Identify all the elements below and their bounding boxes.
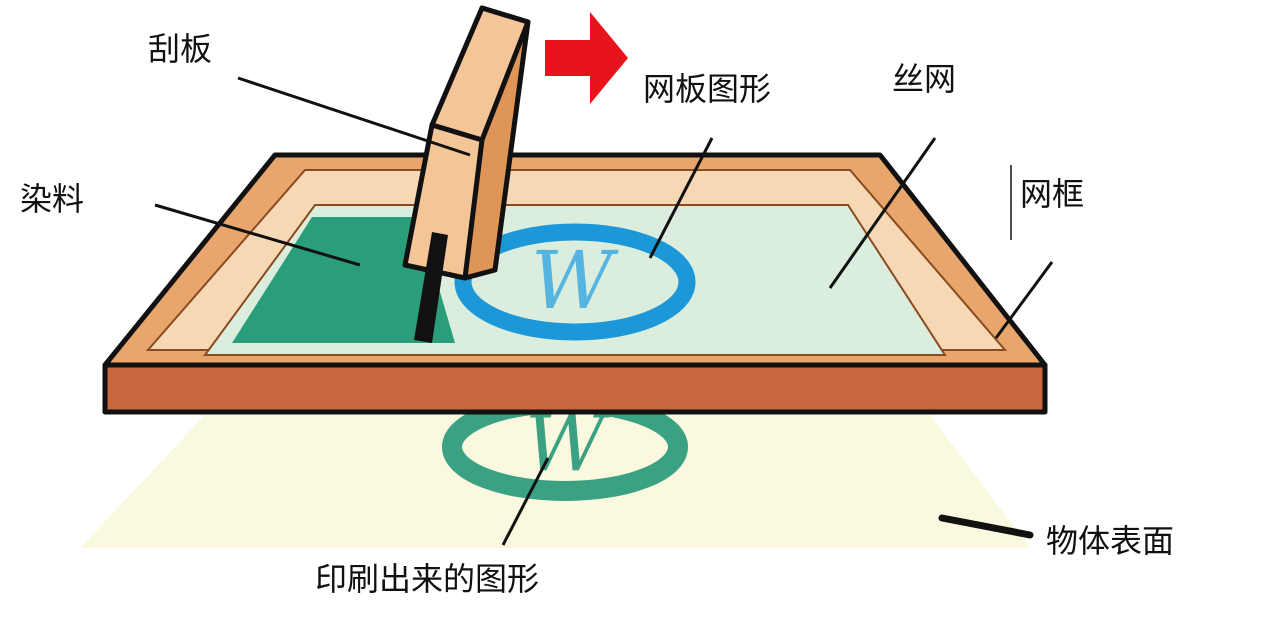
label-screen-frame: 网框: [1020, 175, 1084, 213]
dye-area: [232, 217, 455, 343]
leader-line-printed: [501, 457, 550, 546]
stencil-pattern-ring: [454, 223, 696, 341]
squeegee-blade: [414, 232, 448, 343]
squeegee-front: [402, 122, 485, 281]
leader-line-squeegee: [237, 76, 471, 157]
stencil-pattern-letter: W: [531, 234, 619, 327]
label-printed-pattern: 印刷出来的图形: [315, 560, 539, 598]
screen-frame-front: [102, 362, 1048, 415]
leader-lines: [154, 76, 1054, 546]
leader-line-mesh: [828, 137, 937, 289]
label-object-surface: 物体表面: [1046, 522, 1174, 560]
direction-arrow-icon: [545, 12, 628, 104]
leader-line-surface: [938, 514, 1034, 539]
label-dye: 染料: [20, 180, 84, 218]
label-stencil-pattern: 网板图形: [643, 70, 771, 108]
leader-line-stencil: [648, 137, 714, 259]
label-squeegee: 刮板: [148, 30, 212, 68]
label-screen-mesh: 丝网: [892, 60, 956, 98]
leader-line-dye: [154, 203, 361, 267]
leader-line-frame: [994, 261, 1054, 339]
